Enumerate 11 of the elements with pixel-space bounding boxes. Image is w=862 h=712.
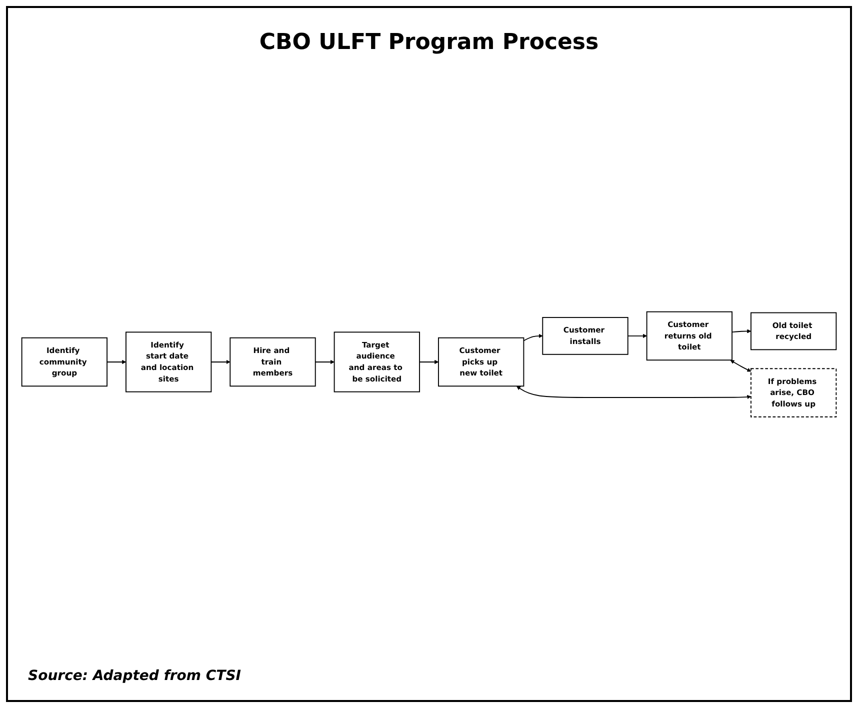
arrow — [419, 360, 439, 364]
arrow — [106, 360, 126, 364]
source-caption: Source: Adapted from CTSI — [28, 668, 242, 684]
diagram-title: CBO ULFT Program Process — [258, 30, 600, 55]
arrow — [523, 334, 543, 341]
arrow — [314, 360, 334, 364]
arrow — [516, 386, 752, 399]
arrow — [732, 328, 752, 333]
arrow — [210, 360, 230, 364]
arrow — [627, 334, 647, 338]
arrow — [730, 360, 752, 372]
